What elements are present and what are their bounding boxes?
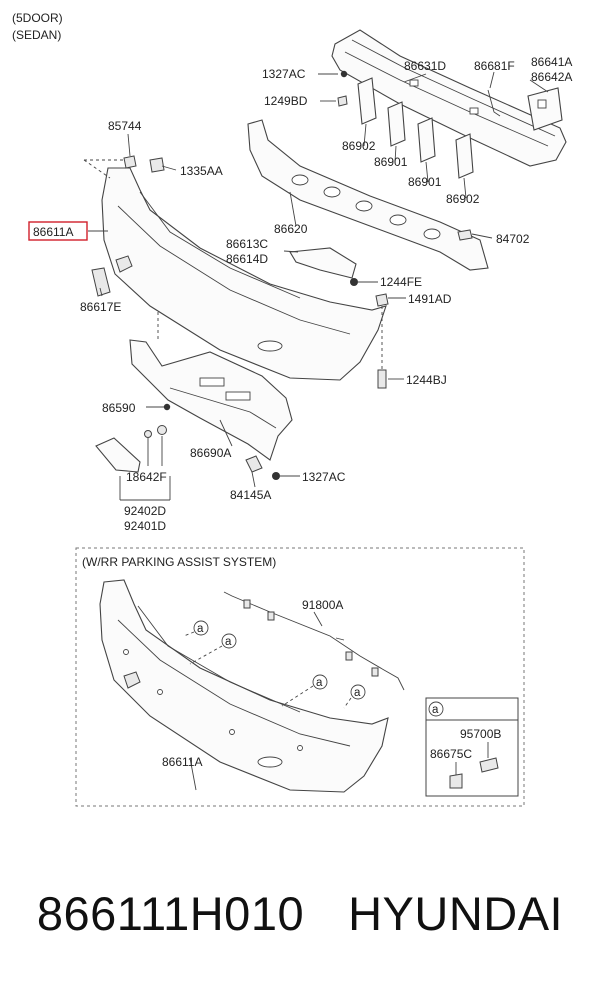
leader-lines [83,71,549,501]
beam-stay-brackets [357,77,474,179]
callout-a1-text: a [197,623,204,635]
leader-91800a [313,611,323,627]
label-86613c: 86613C [226,237,268,251]
label-95700b: 95700B [460,727,501,741]
rear-bumper-cover-with-sensors [99,579,389,793]
parking-assist-frame [75,547,525,807]
bracket-84145a [245,455,263,473]
label-86902-b: 86902 [446,192,480,206]
highlight-box [28,221,88,241]
rear-under-cover [129,339,293,461]
bumper-side-bracket [527,87,563,131]
label-18642f: 18642F [126,470,167,484]
inset-callout-text: a [432,704,439,716]
sensor-callout-a4: a [343,684,366,709]
clip-84702 [457,229,473,241]
parts-diagram: (5DOOR) (SEDAN) [12,11,572,807]
leader-86611a-assist [189,757,197,791]
label-86641a: 86641A [531,55,572,69]
label-86901-a: 86901 [374,155,408,169]
label-1244fe: 1244FE [380,275,422,289]
rear-bumper-beam [331,29,567,167]
parking-sensor-harness [223,591,405,691]
label-1327ac-bottom: 1327AC [302,470,346,484]
part-number: 866111H010 [36,886,305,940]
energy-absorber [247,119,489,271]
label-1491ad: 1491AD [408,292,452,306]
parking-assist-title: (W/RR PARKING ASSIST SYSTEM) [82,555,276,569]
parking-sensor-95700b [479,757,499,773]
sensor-inset: a 95700B 86675C [425,697,519,797]
nut-1327ac-top [340,70,348,78]
label-86631d: 86631D [404,59,446,73]
bumper-bracket-86613c [289,247,357,279]
sensor-callout-a3: a [281,674,328,707]
label-1249bd: 1249BD [264,94,308,108]
label-92402d: 92402D [124,504,166,518]
label-1335aa: 1335AA [180,164,223,178]
label-86901-b: 86901 [408,175,442,189]
clip-1335aa [149,157,165,173]
label-86681f: 86681F [474,59,515,73]
label-86902-a: 86902 [342,139,376,153]
sensor-holder-86675c [449,773,463,789]
label-1327ac-top: 1327AC [262,67,306,81]
variant-label-sedan: (SEDAN) [12,28,61,42]
label-84702: 84702 [496,232,530,246]
callout-a4-text: a [354,687,361,699]
label-86614d: 86614D [226,252,268,266]
brand-name: HYUNDAI [348,886,564,940]
sensor-callout-a2: a [189,633,237,665]
screw-1249bd [337,95,348,107]
bolt-1244bj [377,369,387,389]
label-84145a: 84145A [230,488,271,502]
label-86675c: 86675C [430,747,472,761]
clip-86590 [163,403,171,411]
reflex-reflector-86617e [91,267,111,297]
bolt-1244fe [350,278,358,286]
part-caption: 866111H010 HYUNDAI [0,868,600,958]
label-85744: 85744 [108,119,142,133]
label-1244bj: 1244BJ [406,373,447,387]
callout-a2-text: a [225,636,232,648]
label-92401d: 92401D [124,519,166,533]
bulb-socket-18642f [144,425,167,438]
sensor-callout-a1: a [183,620,209,637]
label-86617e: 86617E [80,300,121,314]
label-86590: 86590 [102,401,136,415]
label-86620: 86620 [274,222,308,236]
rear-bumper-cover [101,167,387,381]
label-86690a: 86690A [190,446,231,460]
variant-label-5door: (5DOOR) [12,11,63,25]
retainer-85744 [123,155,137,169]
label-91800a: 91800A [302,598,343,612]
label-86611a-assist: 86611A [162,755,202,769]
nut-1491ad [375,293,389,307]
label-86611a-highlighted: 86611A [33,225,73,239]
callout-a3-text: a [316,677,323,689]
clip-86681f [487,89,501,117]
rear-reflex-lamp [95,437,141,473]
nut-1327ac-bottom [272,472,280,480]
label-86642a: 86642A [531,70,572,84]
